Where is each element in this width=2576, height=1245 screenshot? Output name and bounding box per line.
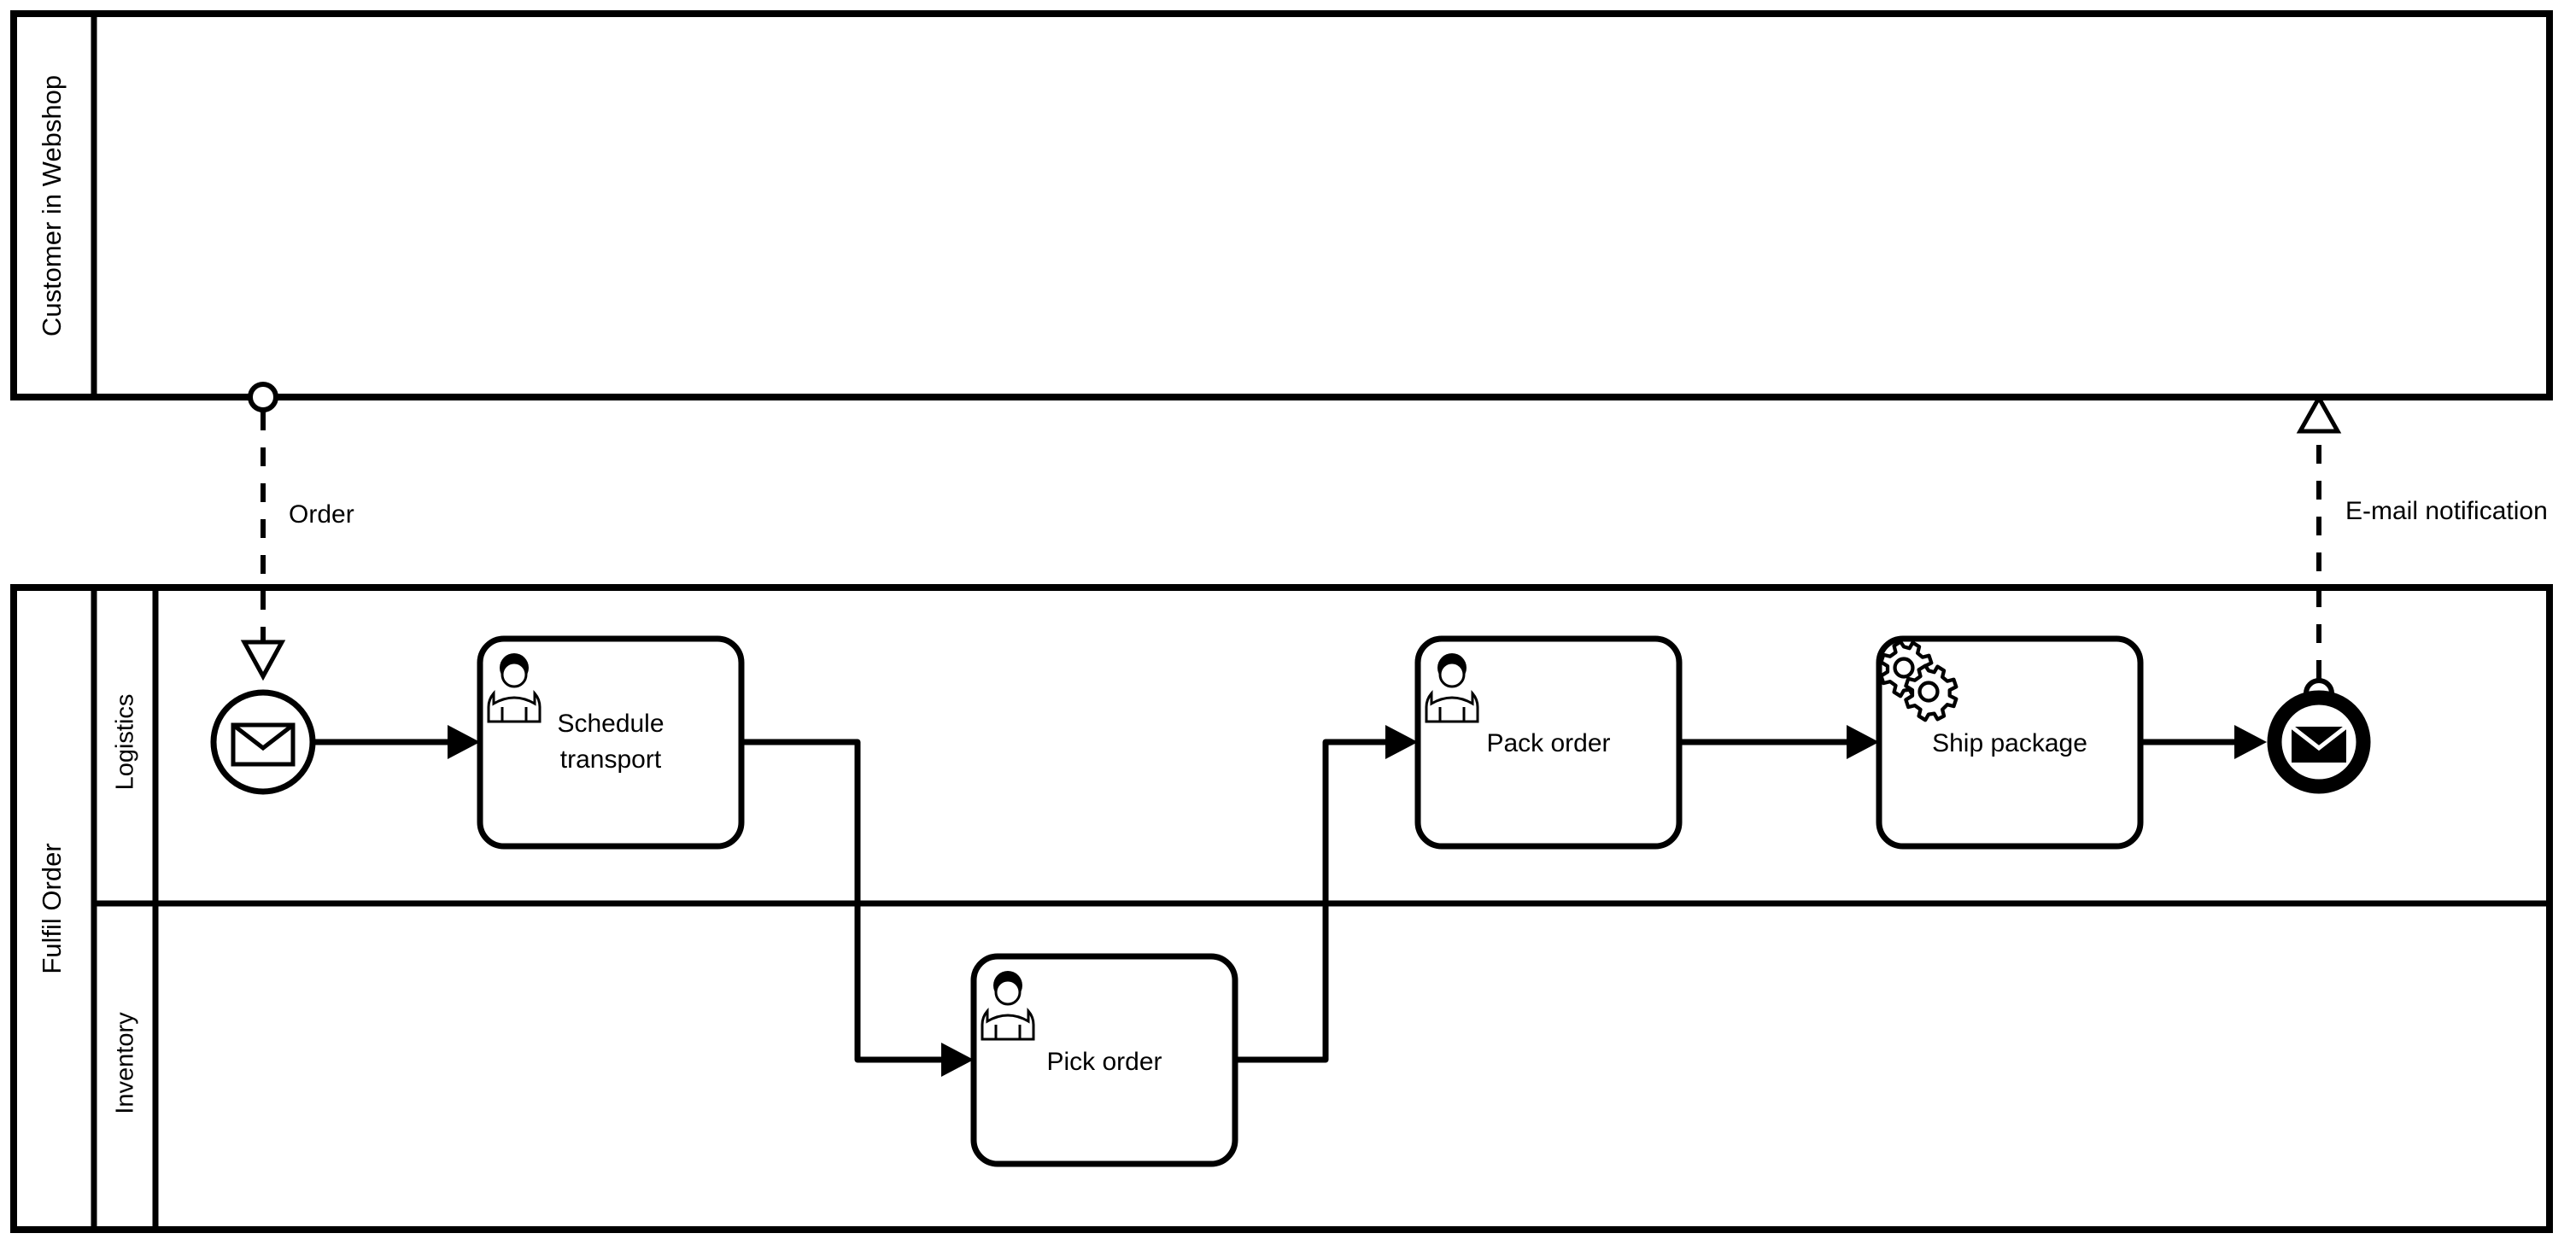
envelope-outline-icon bbox=[231, 722, 296, 767]
sequence-flow-pack-to-ship-arrowhead bbox=[1847, 725, 1879, 759]
sequence-flow-schedule-to-pick-arrowhead bbox=[941, 1043, 974, 1077]
lane-inventory[interactable]: Inventory bbox=[112, 1012, 139, 1114]
sequence-flow-start-to-schedule-arrowhead bbox=[448, 725, 480, 759]
pool-customer[interactable]: Customer in Webshop bbox=[10, 10, 2553, 400]
pool-fulfil-order-label: Fulfil Order bbox=[37, 843, 67, 973]
user-icon bbox=[487, 653, 542, 723]
event-end-order-shipped[interactable] bbox=[2267, 690, 2371, 794]
envelope-filled-icon bbox=[2290, 725, 2348, 763]
task-pick-order[interactable]: Pick order bbox=[970, 953, 1238, 1167]
message-flow-order-label: Order bbox=[289, 500, 354, 529]
message-flow-order-arrowhead bbox=[240, 640, 286, 681]
pool-fulfil-order[interactable]: Fulfil Order Logistics Inventory bbox=[10, 584, 2553, 1233]
lane-logistics-label: Logistics bbox=[112, 694, 139, 791]
task-pack-order-label: Pack order bbox=[1486, 729, 1610, 757]
event-start-order-received[interactable] bbox=[210, 689, 316, 795]
task-pick-order-label: Pick order bbox=[1046, 1048, 1162, 1076]
message-flow-email-arrowhead bbox=[2296, 393, 2342, 434]
task-schedule-transport-label-line1: Schedule bbox=[557, 710, 664, 738]
sequence-flow-pick-to-pack[interactable] bbox=[1235, 725, 1418, 1063]
sequence-flow-schedule-to-pick-line bbox=[741, 739, 954, 1063]
message-flow-order-source-dot bbox=[248, 382, 278, 412]
task-ship-package-label: Ship package bbox=[1932, 729, 2087, 757]
message-flow-email-label: E-mail notification bbox=[2345, 497, 2548, 525]
task-schedule-transport-label-line2: transport bbox=[560, 745, 662, 774]
sequence-flow-ship-to-end-arrowhead bbox=[2234, 725, 2267, 759]
sequence-flow-ship-to-end[interactable] bbox=[2140, 725, 2267, 759]
task-ship-package[interactable]: Ship package bbox=[1876, 635, 2144, 850]
pool-fulfil-order-border bbox=[10, 584, 2553, 1233]
lane-logistics[interactable]: Logistics bbox=[112, 694, 139, 791]
pool-customer-label: Customer in Webshop bbox=[37, 75, 67, 336]
lane-inventory-label: Inventory bbox=[112, 1012, 139, 1114]
gears-icon bbox=[1879, 640, 1958, 722]
message-flow-email-notification[interactable]: E-mail notification bbox=[2296, 393, 2548, 709]
sequence-flow-pack-to-ship[interactable] bbox=[1679, 725, 1879, 759]
user-icon bbox=[1425, 653, 1479, 723]
pool-customer-border bbox=[10, 10, 2553, 400]
task-schedule-transport[interactable]: Schedule transport bbox=[477, 635, 745, 850]
sequence-flow-pick-to-pack-line bbox=[1235, 739, 1398, 1063]
task-pack-order[interactable]: Pack order bbox=[1414, 635, 1683, 850]
sequence-flow-pick-to-pack-arrowhead bbox=[1385, 725, 1418, 759]
message-flow-order[interactable]: Order bbox=[240, 382, 354, 681]
user-icon bbox=[981, 971, 1035, 1041]
sequence-flow-schedule-to-pick[interactable] bbox=[741, 739, 974, 1077]
sequence-flow-start-to-schedule[interactable] bbox=[313, 725, 480, 759]
